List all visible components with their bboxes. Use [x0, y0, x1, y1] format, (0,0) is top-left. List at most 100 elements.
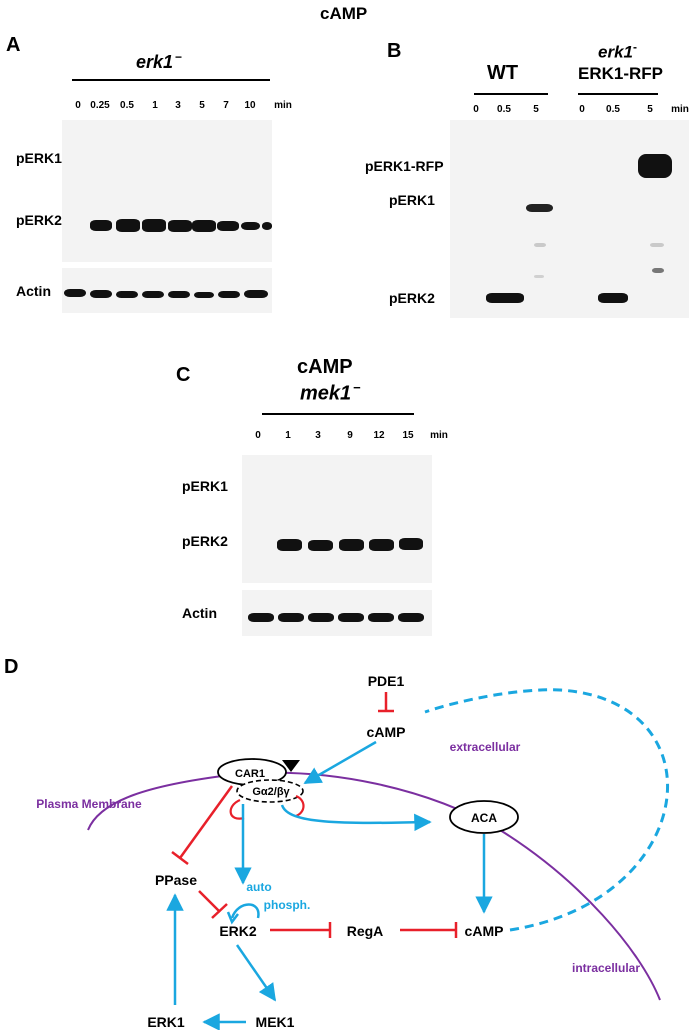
panel-b-letter: B — [387, 40, 402, 62]
blot-band — [369, 539, 394, 551]
feedback-dashed-arrow — [424, 688, 670, 932]
blot-band — [638, 154, 672, 178]
panel-b-tick: 0 — [473, 104, 479, 115]
panel-b-group2-line1: erk1- — [598, 40, 637, 63]
panel-b-tick: 0.5 — [606, 104, 620, 115]
panel-b-label-perk1-rfp: pERK1-RFP — [365, 158, 444, 174]
panel-b-label-perk2: pERK2 — [389, 290, 435, 306]
blot-band — [534, 275, 544, 278]
node-camp-top: cAMP — [367, 724, 406, 740]
node-aca: ACA — [471, 811, 497, 825]
panel-a-blot-actin — [62, 268, 272, 313]
blot-band — [652, 268, 664, 273]
panel-a-label-perk2: pERK2 — [16, 212, 62, 228]
panel-b-tick: 0.5 — [497, 104, 511, 115]
panel-a-tick: 10 — [244, 100, 256, 111]
figure-title: cAMP — [320, 4, 368, 23]
node-rega: RegA — [347, 923, 384, 939]
panel-c-tick: 0 — [255, 430, 261, 441]
blot-band — [598, 293, 628, 303]
blot-band — [116, 291, 138, 298]
label-plasma-membrane: Plasma Membrane — [36, 797, 142, 811]
panel-a-genotype: erk1− — [136, 50, 182, 73]
blot-band — [248, 613, 274, 622]
panel-c-label-perk2: pERK2 — [182, 533, 228, 549]
blot-band — [241, 222, 260, 230]
autophosph-arrowhead — [226, 911, 239, 925]
label-phosph: phosph. — [264, 898, 311, 912]
gprotein-node — [236, 779, 304, 803]
panel-c-label-actin: Actin — [182, 605, 217, 621]
panel-b-tick: 0 — [579, 104, 585, 115]
inhibition-hook-left — [229, 798, 245, 820]
panel-c-title: cAMP — [297, 356, 353, 378]
blot-band — [650, 243, 664, 247]
camp-to-car1-arrow — [303, 740, 377, 785]
node-car1: CAR1 — [235, 768, 265, 780]
label-auto: auto — [246, 880, 271, 894]
aca-node — [449, 800, 519, 834]
node-pde1: PDE1 — [368, 673, 405, 689]
car1-inhibits-ppase — [178, 785, 234, 859]
blot-band — [116, 219, 140, 232]
panel-a-tick: 7 — [223, 100, 229, 111]
blot-band — [142, 291, 164, 298]
node-gprotein: Gα2/βγ — [252, 786, 290, 798]
panel-b-bracket-erk1 — [578, 93, 658, 95]
blot-band — [90, 220, 112, 231]
node-ppase: PPase — [155, 872, 197, 888]
panel-a-genotype-name: erk1 — [136, 52, 174, 72]
panel-c-tick: 9 — [347, 430, 353, 441]
panel-b-bracket-wt — [474, 93, 548, 95]
label-intracellular: intracellular — [572, 961, 640, 975]
panel-b-label-perk1: pERK1 — [389, 192, 435, 208]
panel-c-bracket — [262, 413, 414, 415]
panel-b-tick: 5 — [533, 104, 539, 115]
panel-a-label-actin: Actin — [16, 283, 51, 299]
panel-c-genotype-sup: − — [353, 380, 361, 395]
blot-band — [308, 540, 333, 551]
blot-band — [218, 291, 240, 298]
panel-c-tick: 12 — [373, 430, 385, 441]
panel-d-letter: D — [4, 656, 19, 678]
g-to-aca-arrow — [280, 804, 432, 832]
blot-band — [368, 613, 394, 622]
panel-b-tick: 5 — [647, 104, 653, 115]
blot-band — [308, 613, 334, 622]
blot-band — [64, 289, 86, 297]
blot-band — [526, 204, 553, 212]
blot-band — [142, 219, 166, 232]
panel-c-blot-erk — [242, 455, 432, 583]
panel-a-tick: 5 — [199, 100, 205, 111]
panel-c-tick: 15 — [402, 430, 414, 441]
panel-a-genotype-sup: − — [175, 50, 183, 64]
panel-a-label-perk1: pERK1 — [16, 150, 62, 166]
car1-inhibits-ppase-bar — [171, 851, 189, 865]
panel-c-tick: 3 — [315, 430, 321, 441]
blot-band — [277, 539, 302, 551]
panel-a-tick: 1 — [152, 100, 158, 111]
panel-c-genotype: mek1− — [300, 380, 361, 406]
panel-a-tick: 0.25 — [90, 100, 110, 111]
ppase-inhibits-erk2-bar — [211, 903, 228, 919]
panel-a-letter: A — [6, 34, 21, 56]
membrane-curve — [87, 771, 661, 1001]
blot-band — [90, 290, 112, 298]
panel-b-group2-line2: ERK1-RFP — [578, 64, 664, 83]
blot-band — [168, 220, 192, 232]
blot-band — [399, 538, 423, 550]
blot-band — [278, 613, 304, 622]
label-extracellular: extracellular — [450, 740, 521, 754]
panel-a-blot-erk — [62, 120, 272, 262]
panel-b-group2-sup: - — [632, 40, 637, 54]
panel-c-tick: 1 — [285, 430, 291, 441]
blot-band — [339, 539, 364, 551]
panel-c-unit: min — [430, 430, 448, 441]
blot-band — [398, 613, 424, 622]
node-erk2: ERK2 — [219, 923, 257, 939]
node-mek1: MEK1 — [256, 1014, 295, 1030]
node-camp-bottom: cAMP — [465, 923, 504, 939]
ppase-inhibits-erk2 — [198, 890, 221, 913]
ligand-triangle — [282, 760, 300, 772]
